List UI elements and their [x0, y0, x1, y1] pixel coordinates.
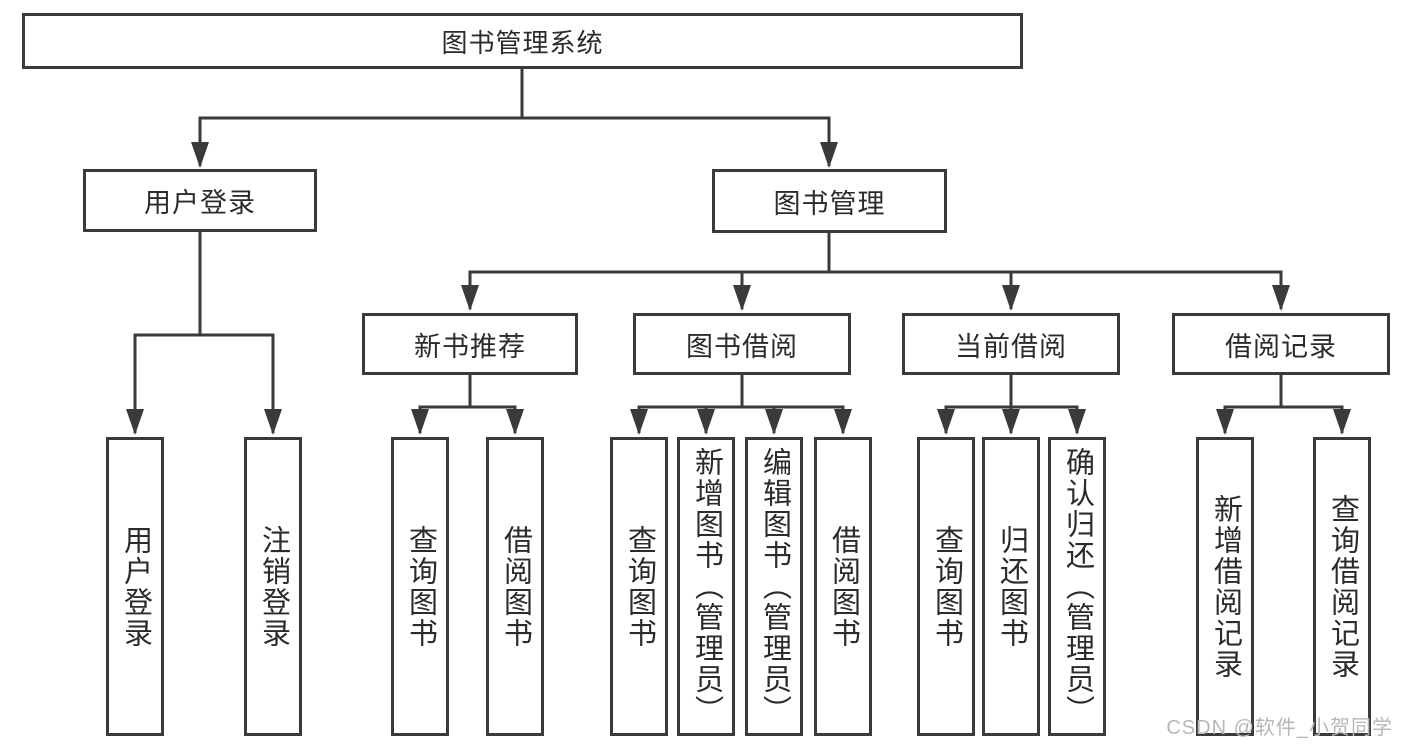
node-book-management-label: 图书管理	[773, 188, 886, 219]
leaf-current-return-books-label: 归还图书	[995, 524, 1028, 649]
leaf-borrow-add-books-admin-label: 新增图书（管理员）	[690, 447, 723, 726]
leaf-recommend-borrow-books: 借阅图书	[486, 437, 544, 736]
node-current-borrowing-label: 当前借阅	[955, 331, 1067, 362]
leaf-borrow-borrow-books: 借阅图书	[814, 437, 872, 736]
node-library-system: 图书管理系统	[22, 13, 1023, 69]
leaf-borrow-borrow-books-label: 借阅图书	[827, 524, 860, 649]
leaf-recommend-query-books-label: 查询图书	[404, 524, 437, 649]
node-user-login: 用户登录	[83, 169, 317, 232]
leaf-borrow-edit-books-admin: 编辑图书（管理员）	[745, 437, 803, 736]
leaf-borrow-query-books: 查询图书	[610, 437, 668, 736]
leaf-current-confirm-return-admin-label: 确认归还（管理员）	[1061, 447, 1094, 726]
node-book-borrowing: 图书借阅	[633, 313, 851, 375]
leaf-current-query-books-label: 查询图书	[930, 524, 963, 649]
leaf-logout: 注销登录	[244, 437, 302, 736]
leaf-borrow-query-books-label: 查询图书	[623, 524, 656, 649]
leaf-current-return-books: 归还图书	[982, 437, 1040, 736]
node-borrowing-records: 借阅记录	[1172, 313, 1390, 375]
node-book-management: 图书管理	[712, 169, 947, 233]
leaf-records-add-record: 新增借阅记录	[1196, 437, 1254, 736]
leaf-user-login: 用户登录	[106, 437, 164, 736]
leaf-records-add-record-label: 新增借阅记录	[1209, 493, 1242, 680]
node-new-book-recommend: 新书推荐	[362, 313, 578, 375]
leaf-recommend-query-books: 查询图书	[391, 437, 449, 736]
node-new-book-recommend-label: 新书推荐	[414, 331, 526, 362]
leaf-user-login-label: 用户登录	[119, 524, 152, 649]
leaf-borrow-edit-books-admin-label: 编辑图书（管理员）	[758, 447, 791, 726]
leaf-records-query-record: 查询借阅记录	[1313, 437, 1371, 736]
node-user-login-label: 用户登录	[144, 188, 256, 218]
csdn-watermark: CSDN @软件_小贺同学	[1166, 717, 1393, 739]
leaf-current-confirm-return-admin: 确认归还（管理员）	[1048, 437, 1106, 736]
node-library-system-label: 图书管理系统	[441, 27, 604, 58]
node-borrowing-records-label: 借阅记录	[1225, 331, 1337, 362]
leaf-records-query-record-label: 查询借阅记录	[1326, 493, 1359, 680]
node-current-borrowing: 当前借阅	[902, 313, 1120, 375]
node-book-borrowing-label: 图书借阅	[686, 331, 798, 362]
leaf-logout-label: 注销登录	[257, 524, 290, 649]
leaf-recommend-borrow-books-label: 借阅图书	[499, 524, 532, 649]
leaf-borrow-add-books-admin: 新增图书（管理员）	[677, 437, 735, 736]
leaf-current-query-books: 查询图书	[917, 437, 975, 736]
